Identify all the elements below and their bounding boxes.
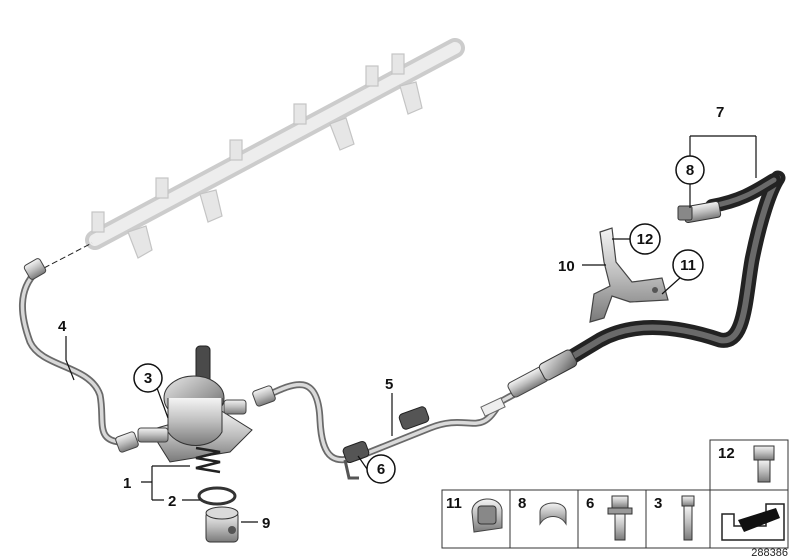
fuel-line-5 — [252, 376, 542, 480]
callout-circle-12 — [629, 223, 661, 255]
clip-icon — [539, 502, 567, 526]
callout-10: 10 — [558, 258, 575, 275]
legend-label-3: 3 — [654, 495, 662, 512]
callout-7: 7 — [716, 104, 724, 121]
hex-bolt-collar-icon — [607, 495, 633, 541]
bracket-10 — [589, 227, 669, 323]
clip-nut-icon — [471, 498, 503, 533]
callout-circle-3 — [133, 363, 163, 393]
hex-bolt-icon — [753, 445, 775, 483]
legend-label-6: 6 — [586, 495, 594, 512]
callout-12: 12 — [637, 231, 654, 248]
callout-2: 2 — [168, 493, 176, 510]
rail-connection-line — [43, 242, 93, 269]
legend-label-8: 8 — [518, 495, 526, 512]
callout-11: 11 — [680, 257, 696, 274]
fuel-line-4 — [18, 258, 139, 453]
callout-9: 9 — [262, 515, 270, 532]
leader-lines — [65, 135, 757, 523]
legend-panel: 11 8 6 3 12 — [441, 439, 789, 549]
callout-6: 6 — [377, 461, 385, 478]
fuel-rail — [85, 38, 465, 259]
callout-1: 1 — [123, 475, 131, 492]
high-pressure-pump — [137, 345, 253, 474]
legend-label-11: 11 — [446, 495, 462, 512]
diagram-reference-number: 288386 — [751, 547, 788, 559]
fuel-hose-7 — [507, 170, 786, 398]
callout-circle-8 — [675, 155, 705, 185]
o-ring-2 — [197, 486, 237, 506]
callout-circle-6 — [366, 454, 396, 484]
legend-label-12: 12 — [718, 445, 735, 462]
callout-8: 8 — [686, 162, 694, 179]
callout-4: 4 — [58, 318, 67, 335]
bolt-icon — [681, 495, 695, 541]
callout-3: 3 — [144, 370, 152, 387]
callout-circle-11 — [672, 249, 704, 281]
callout-5: 5 — [385, 376, 393, 393]
arrow-icon — [721, 503, 785, 541]
roller-tappet-9 — [205, 506, 239, 543]
